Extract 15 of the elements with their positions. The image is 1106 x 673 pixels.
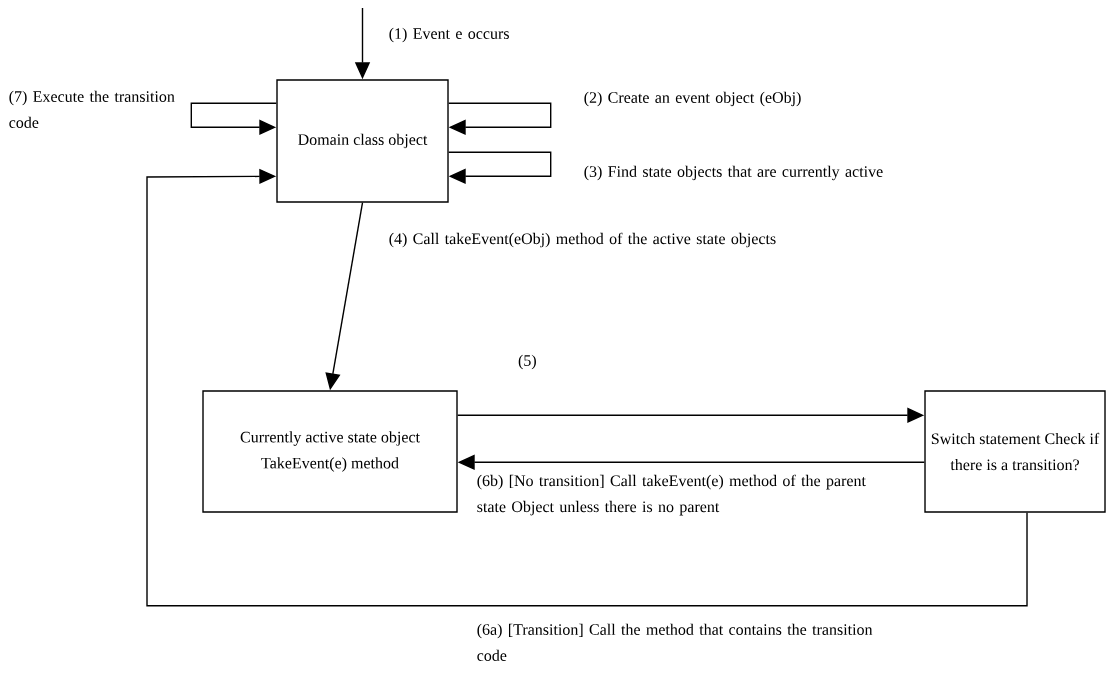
arrow bbox=[190, 102, 277, 135]
edge-label: (1) Event e occurs bbox=[389, 27, 509, 43]
edge-label: (5) bbox=[518, 354, 536, 370]
arrow bbox=[448, 151, 552, 184]
box: Switch statement Check if there is a transition? bbox=[924, 390, 1106, 513]
arrow bbox=[448, 102, 552, 135]
edge-label: (6b) [No transition] Call takeEvent(e) method of the parent state Object unless there is no parent bbox=[477, 474, 866, 516]
edge-label: (2) Create an event object (eObj) bbox=[584, 91, 801, 107]
box: Currently active state object TakeEvent(e) method bbox=[202, 390, 458, 513]
arrow bbox=[146, 168, 1028, 607]
edge-label: (3) Find state objects that are currently active bbox=[584, 165, 883, 181]
edge-label: (6a) [Transition] Call the method that contains the transition code bbox=[477, 623, 873, 661]
box: Domain class object bbox=[276, 79, 449, 203]
edge-label: (4) Call takeEvent(eObj) method of the active state objects bbox=[389, 232, 776, 248]
edge-label: (7) Execute the transition code bbox=[9, 90, 175, 128]
